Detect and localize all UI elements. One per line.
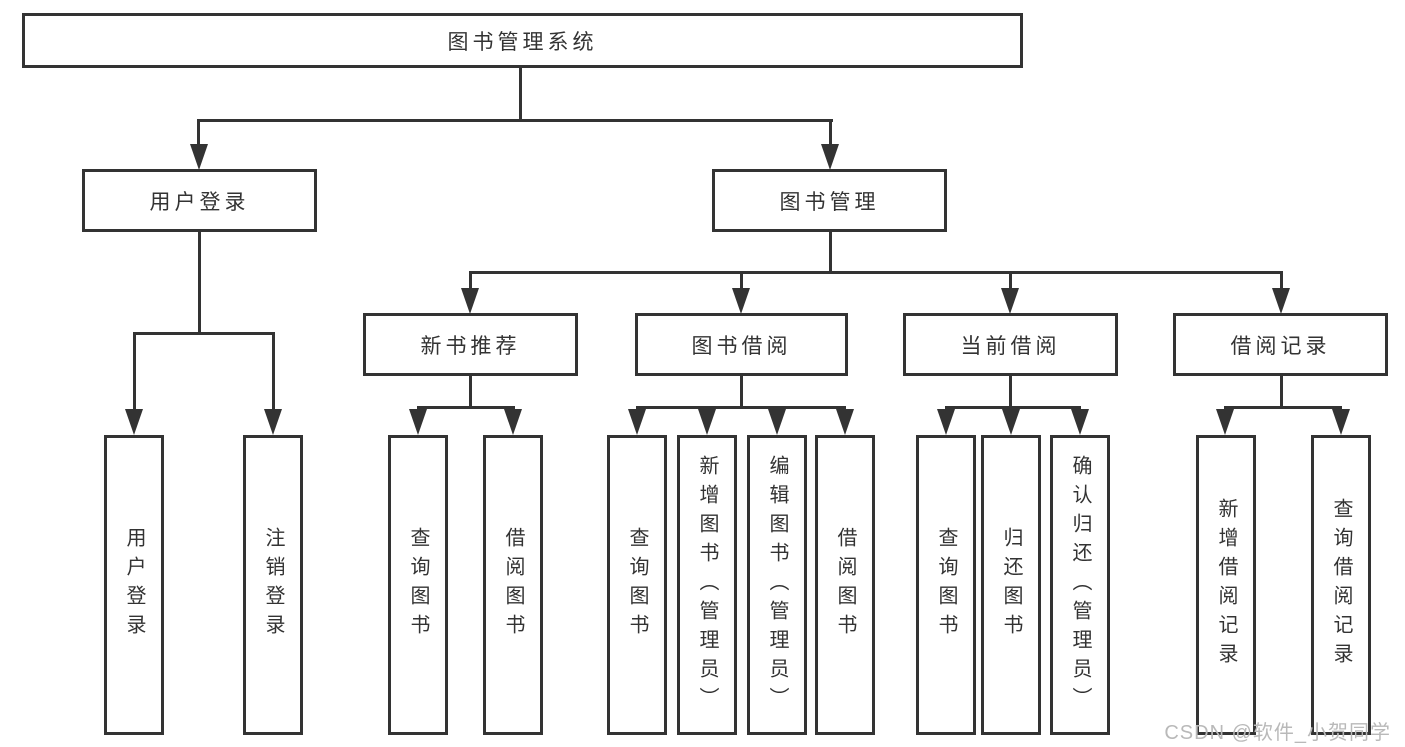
connector-book-mgmt-leg-3: [1009, 271, 1012, 291]
node-current-borrowing: 当前借阅: [903, 313, 1118, 376]
connector-user-login-leg-left: [133, 332, 136, 412]
arrowhead-icon: [1001, 288, 1019, 314]
connector-book-mgmt-leg-4: [1280, 271, 1283, 291]
connector-root-leg-right: [829, 119, 832, 146]
arrowhead-icon: [461, 288, 479, 314]
arrowhead-icon: [628, 409, 646, 435]
leaf-query-books-2-label: 查询图书: [626, 527, 648, 643]
connector-root-stem: [519, 66, 522, 122]
connector-borrow-records-bar: [1224, 406, 1342, 409]
leaf-edit-book-admin: 编辑图书（管理员）: [747, 435, 807, 735]
connector-book-borrow-stem: [740, 375, 743, 409]
leaf-query-books-1: 查询图书: [388, 435, 448, 735]
arrowhead-icon: [821, 144, 839, 170]
arrowhead-icon: [1332, 409, 1350, 435]
connector-user-login-bar: [133, 332, 275, 335]
leaf-edit-book-admin-label: 编辑图书（管理员）: [766, 454, 788, 716]
arrowhead-icon: [1216, 409, 1234, 435]
arrowhead-icon: [768, 409, 786, 435]
arrowhead-icon: [937, 409, 955, 435]
arrowhead-icon: [264, 409, 282, 435]
arrowhead-icon: [732, 288, 750, 314]
connector-root-leg-left: [197, 119, 200, 146]
connector-book-mgmt-bar: [469, 271, 1283, 274]
connector-new-book-bar: [417, 406, 515, 409]
leaf-borrow-books-2: 借阅图书: [815, 435, 875, 735]
leaf-query-books-2: 查询图书: [607, 435, 667, 735]
leaf-borrow-books-1: 借阅图书: [483, 435, 543, 735]
node-book-borrowing: 图书借阅: [635, 313, 848, 376]
arrowhead-icon: [1071, 409, 1089, 435]
arrowhead-icon: [698, 409, 716, 435]
csdn-watermark: CSDN @软件_小贺同学: [1164, 722, 1391, 744]
arrowhead-icon: [190, 144, 208, 170]
leaf-logout: 注销登录: [243, 435, 303, 735]
connector-current-borrow-stem: [1009, 375, 1012, 409]
arrowhead-icon: [504, 409, 522, 435]
connector-root-bar: [197, 119, 833, 122]
leaf-user-login-label: 用户登录: [123, 527, 145, 643]
leaf-query-borrow-record-label: 查询借阅记录: [1330, 498, 1352, 672]
node-new-book-recommend: 新书推荐: [363, 313, 578, 376]
connector-current-borrow-bar: [945, 406, 1081, 409]
connector-book-mgmt-stem: [829, 231, 832, 274]
leaf-borrow-books-2-label: 借阅图书: [834, 527, 856, 643]
node-root: 图书管理系统: [22, 13, 1023, 68]
leaf-add-borrow-record-label: 新增借阅记录: [1215, 498, 1237, 672]
leaf-user-login: 用户登录: [104, 435, 164, 735]
node-user-login: 用户登录: [82, 169, 317, 232]
leaf-add-book-admin-label: 新增图书（管理员）: [696, 454, 718, 716]
connector-new-book-stem: [469, 375, 472, 409]
arrowhead-icon: [1272, 288, 1290, 314]
leaf-add-book-admin: 新增图书（管理员）: [677, 435, 737, 735]
leaf-borrow-books-1-label: 借阅图书: [502, 527, 524, 643]
arrowhead-icon: [409, 409, 427, 435]
leaf-return-books: 归还图书: [981, 435, 1041, 735]
connector-borrow-records-stem: [1280, 375, 1283, 409]
leaf-query-books-1-label: 查询图书: [407, 527, 429, 643]
connector-user-login-leg-right: [272, 332, 275, 412]
node-book-management: 图书管理: [712, 169, 947, 232]
leaf-query-books-3-label: 查询图书: [935, 527, 957, 643]
arrowhead-icon: [1002, 409, 1020, 435]
connector-book-mgmt-leg-1: [469, 271, 472, 291]
leaf-query-borrow-record: 查询借阅记录: [1311, 435, 1371, 735]
connector-book-mgmt-leg-2: [740, 271, 743, 291]
arrowhead-icon: [836, 409, 854, 435]
leaf-confirm-return-admin: 确认归还（管理员）: [1050, 435, 1110, 735]
leaf-return-books-label: 归还图书: [1000, 527, 1022, 643]
connector-user-login-stem: [198, 231, 201, 335]
node-borrowing-records: 借阅记录: [1173, 313, 1388, 376]
leaf-logout-label: 注销登录: [262, 527, 284, 643]
leaf-confirm-return-admin-label: 确认归还（管理员）: [1069, 454, 1091, 716]
leaf-add-borrow-record: 新增借阅记录: [1196, 435, 1256, 735]
leaf-query-books-3: 查询图书: [916, 435, 976, 735]
arrowhead-icon: [125, 409, 143, 435]
connector-book-borrow-bar: [636, 406, 846, 409]
